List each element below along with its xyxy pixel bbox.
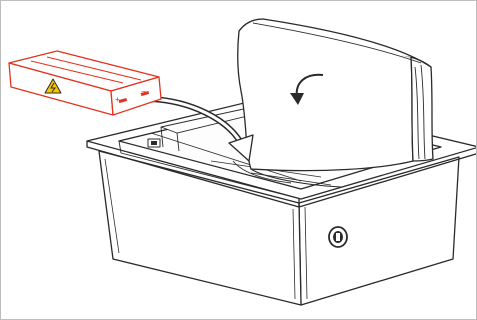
- battery-plus-sign: +: [115, 95, 120, 104]
- battery: [9, 51, 161, 115]
- foam-cushion: [233, 19, 433, 187]
- battery-minus-sign: −: [141, 87, 146, 96]
- lock-icon: [329, 227, 347, 247]
